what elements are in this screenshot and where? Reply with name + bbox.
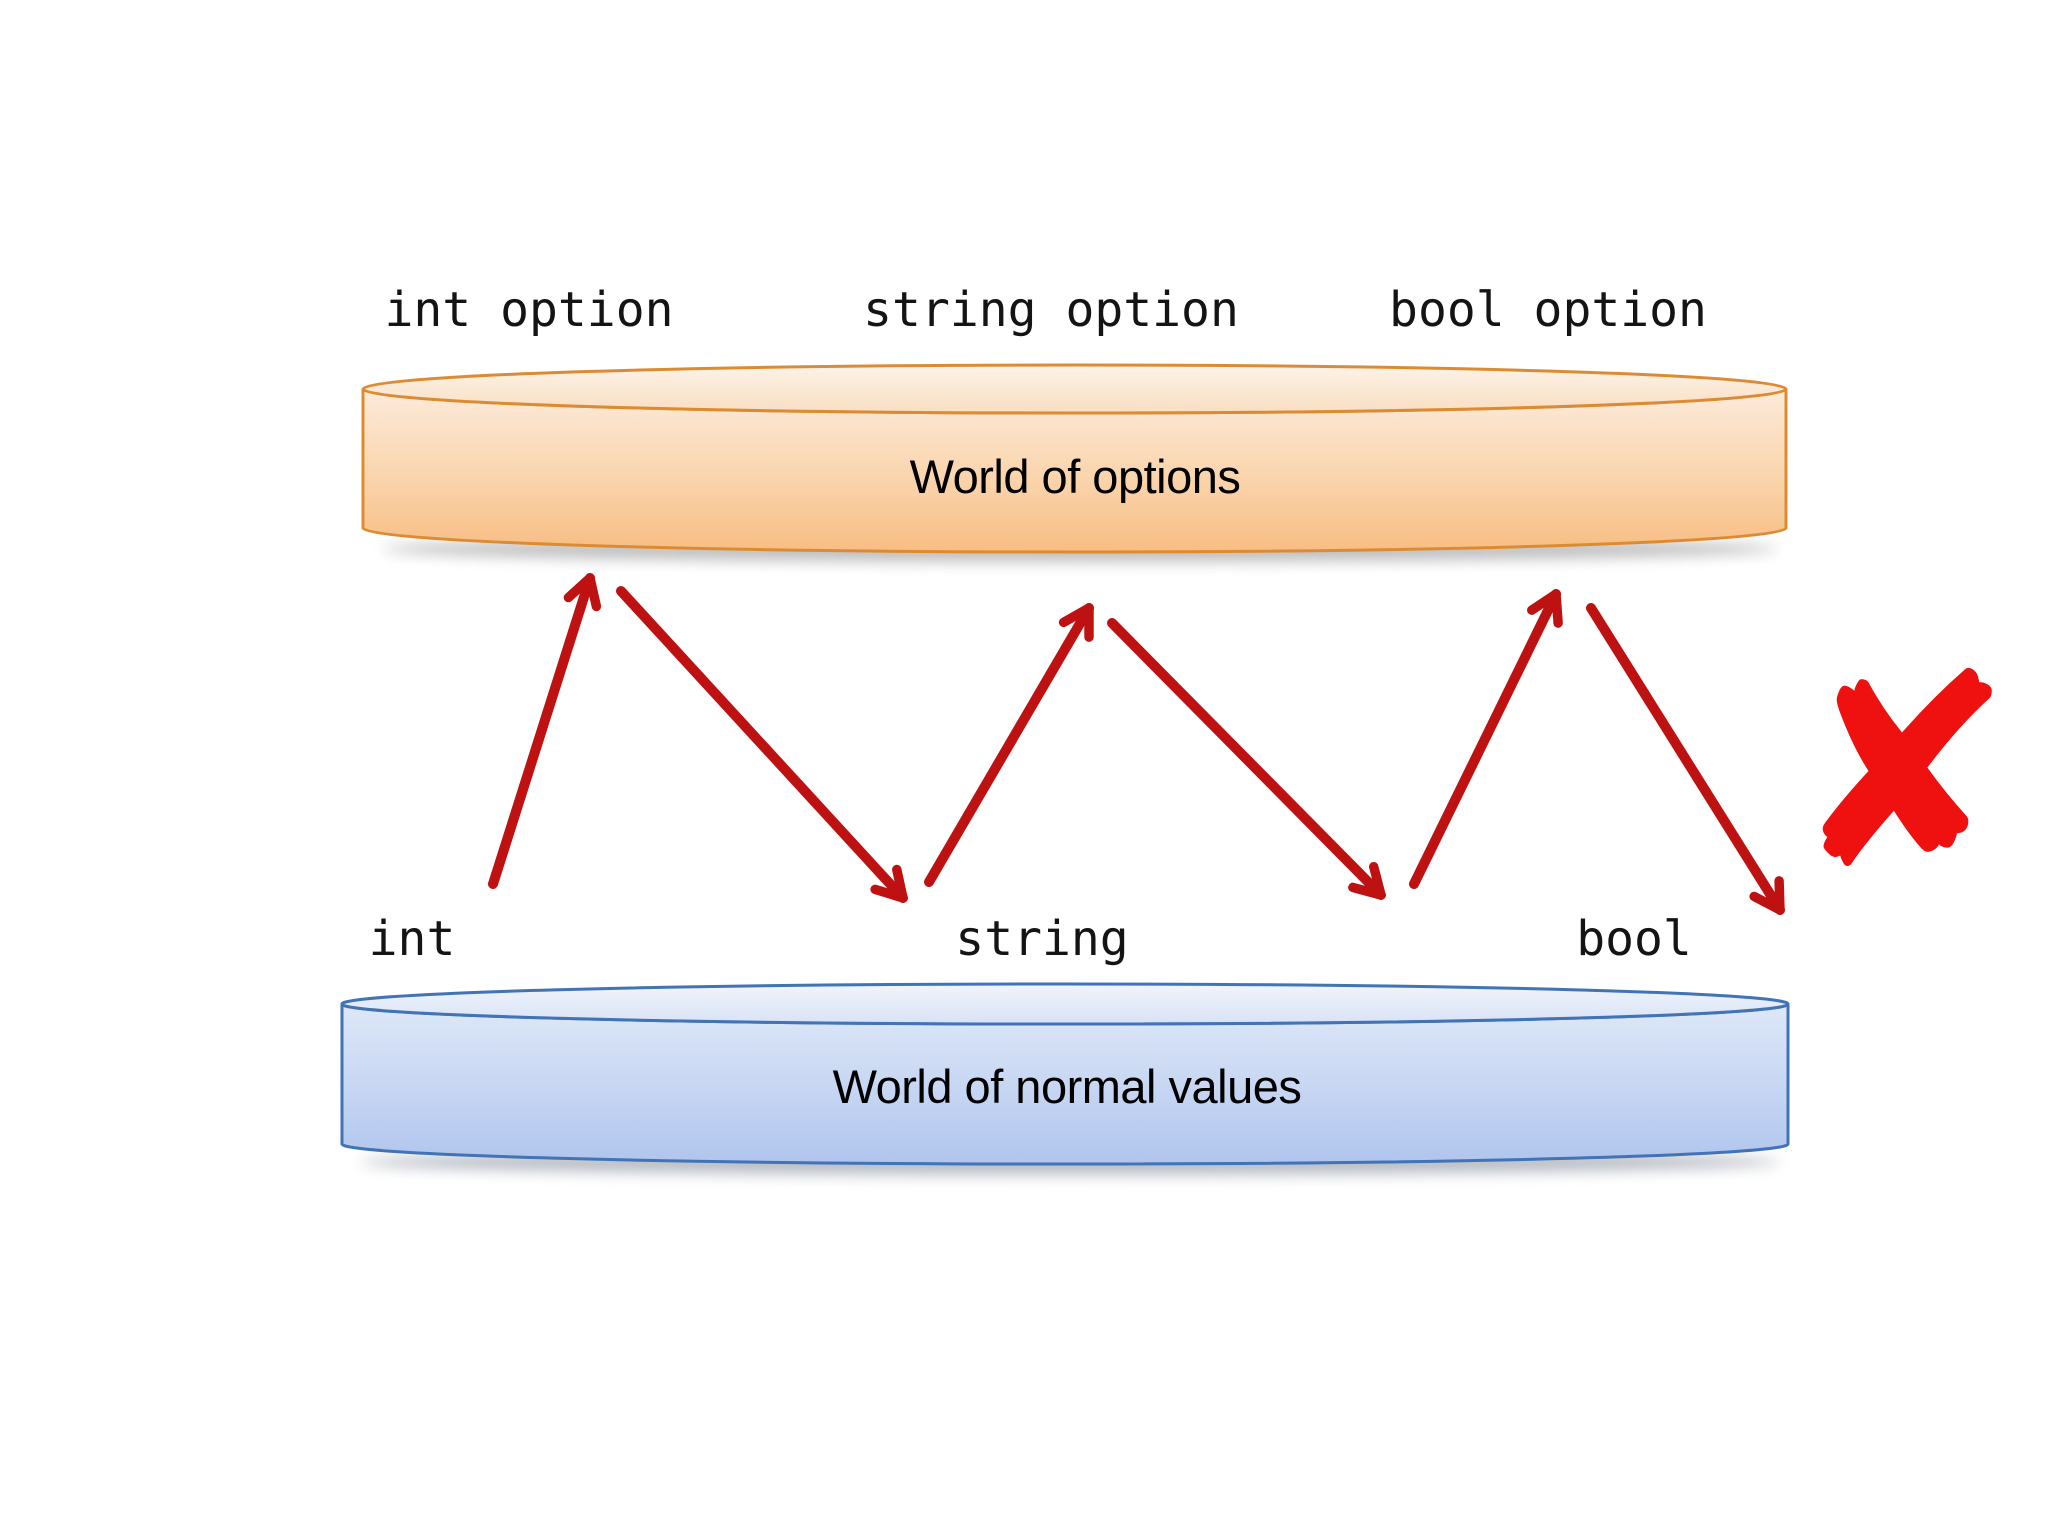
- normal-type-labels: int string bool: [369, 911, 1692, 967]
- conversion-arrows: [488, 573, 1785, 915]
- option-type-labels: int option string option bool option: [385, 282, 1707, 338]
- type-label-string: string: [955, 911, 1128, 967]
- world-of-options-label: World of options: [910, 450, 1241, 503]
- type-label-bool-option: bool option: [1389, 282, 1707, 338]
- arrow-up-int-to-int-option: [488, 573, 602, 889]
- arrow-down-bool-option-blocked: [1586, 603, 1785, 915]
- failure-x-icon: ✘: [1790, 618, 2015, 930]
- arrow-up-string-to-string-option: [924, 603, 1094, 887]
- cylinder-top-face: [340, 982, 1790, 1026]
- type-label-int-option: int option: [385, 282, 674, 338]
- world-of-normal-values-label: World of normal values: [833, 1060, 1302, 1113]
- arrow-down-string-option-to-bool: [1107, 618, 1386, 900]
- cylinder-top-face: [361, 363, 1788, 415]
- arrow-up-bool-to-bool-option: [1409, 589, 1563, 889]
- type-label-string-option: string option: [863, 282, 1239, 338]
- arrow-down-int-option-to-string: [616, 586, 908, 903]
- type-label-bool: bool: [1576, 911, 1692, 967]
- world-of-normal-values-cylinder: World of normal values: [340, 982, 1790, 1175]
- world-of-options-cylinder: World of options: [361, 363, 1788, 562]
- type-label-int: int: [369, 911, 456, 967]
